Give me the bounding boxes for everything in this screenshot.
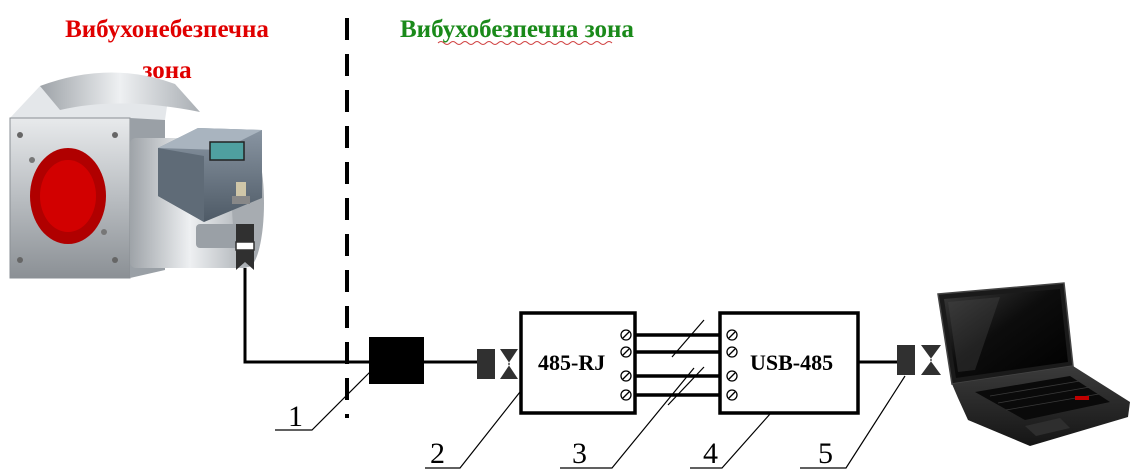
converter-485-rj: 485-RJ: [519, 311, 637, 415]
meter-connector-icon: [235, 224, 255, 270]
callout-1: 1: [288, 400, 303, 433]
hazardous-zone-label-line1: Вибухонебезпечна: [65, 16, 269, 43]
converter-usb-485: USB-485: [718, 311, 860, 415]
converter-485-rj-label: 485-RJ: [538, 350, 605, 375]
callout-5: 5: [818, 437, 833, 469]
barrier-block: [369, 337, 424, 384]
rj-connector-icon: [477, 349, 518, 379]
twisted-pair-marks: [667, 319, 705, 406]
rs485-wires: [635, 333, 720, 397]
converter-usb-485-label: USB-485: [750, 350, 833, 375]
safe-zone-label: Вибухобезпечна зона: [400, 16, 634, 43]
meter-cable: [243, 268, 370, 364]
laptop-icon: [937, 282, 1130, 446]
usb-connector-icon: [897, 345, 941, 375]
callout-leaders: [275, 367, 906, 469]
callout-3: 3: [572, 437, 587, 469]
callout-2: 2: [430, 437, 445, 469]
spellcheck-underline: [437, 41, 613, 45]
gas-meter-icon: [9, 72, 264, 279]
callout-4: 4: [703, 437, 718, 469]
